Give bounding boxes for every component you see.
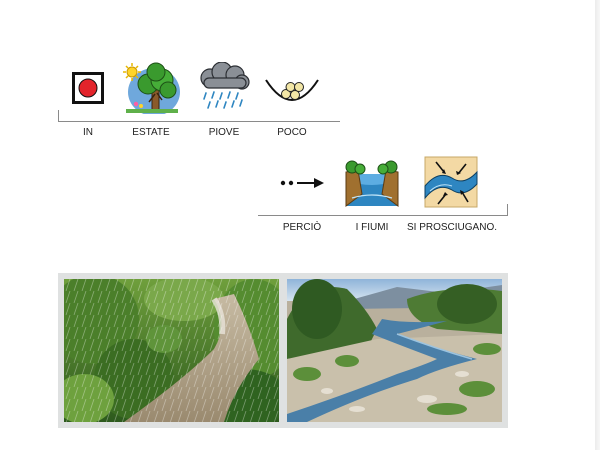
page-edge xyxy=(595,0,600,450)
symbol-label-percio: PERCIÒ xyxy=(282,222,322,233)
rain-cloud-icon xyxy=(200,62,250,109)
dry-riverbed-photo xyxy=(287,279,502,422)
symbol-label-in: IN xyxy=(83,127,93,138)
summer-tree-sun-icon xyxy=(123,62,180,114)
row2-baseline xyxy=(258,215,508,216)
symbol-label-si-prosciugano: SI PROSCIUGANO. xyxy=(406,222,497,233)
row1-baseline xyxy=(58,121,340,122)
symbol-label-estate: ESTATE xyxy=(132,127,170,138)
symbol-label-piove: PIOVE xyxy=(208,127,240,138)
river-icon xyxy=(345,160,399,207)
inside-box-icon xyxy=(72,72,104,104)
rainy-stream-photo xyxy=(64,279,279,422)
drying-river-icon xyxy=(424,156,478,208)
therefore-arrow-icon xyxy=(280,178,324,188)
row1-baseline-tick xyxy=(58,110,59,122)
symbol-label-poco: POCO xyxy=(277,127,307,138)
few-balls-bowl-icon xyxy=(265,79,319,101)
photo-strip xyxy=(58,273,508,428)
symbol-label-i-fiumi: I FIUMI xyxy=(355,222,389,233)
row2-baseline-tick xyxy=(507,204,508,216)
